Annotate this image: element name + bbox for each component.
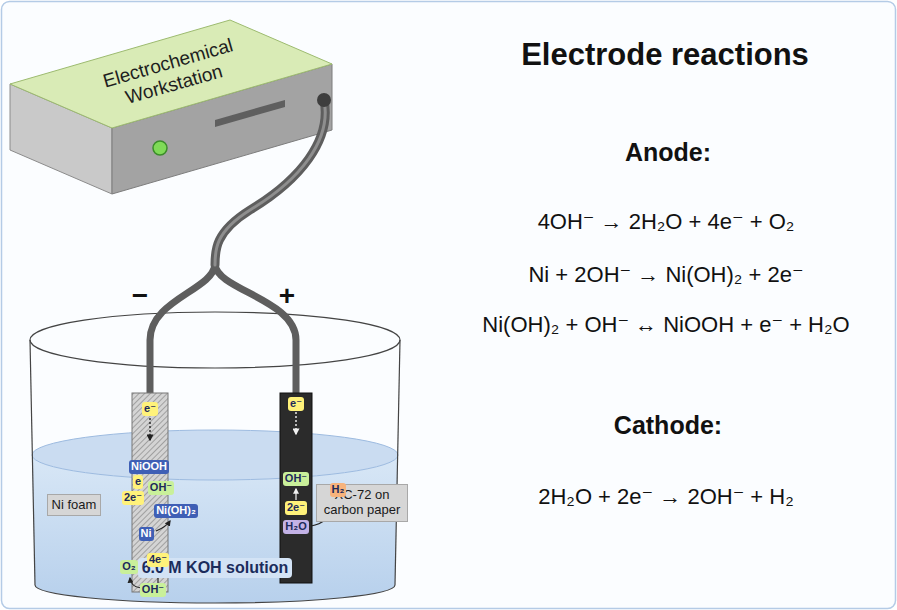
species-label: e — [133, 475, 143, 488]
reaction-equation: 2H₂O + 2e⁻ → 2OH⁻ + H₂ — [538, 484, 794, 510]
species-label: O₂ — [120, 560, 137, 573]
display-slot — [215, 100, 285, 127]
species-label: Ni — [139, 527, 154, 540]
cable-main — [215, 100, 325, 265]
species-label: e⁻ — [288, 397, 304, 410]
polarity-sign: − — [132, 279, 148, 313]
liquid-surface — [32, 430, 398, 480]
section-heading: Cathode: — [614, 410, 722, 440]
polarity-sign: + — [279, 279, 295, 313]
lead-wire — [215, 265, 296, 393]
cable — [150, 100, 325, 393]
instrument-top — [10, 20, 332, 128]
beaker-wall — [30, 340, 35, 585]
species-label: 2e⁻ — [122, 491, 144, 504]
indicator-light — [153, 141, 167, 155]
carbon-paper-electrode — [280, 393, 312, 583]
beaker-bottom — [35, 585, 395, 603]
lead-wire — [150, 265, 215, 393]
species-label: e⁻ — [142, 402, 158, 415]
species-label: 2e⁻ — [285, 501, 307, 514]
reaction-arrow — [156, 521, 170, 531]
species-label: NiOOH — [129, 460, 169, 473]
beaker-wall — [395, 340, 400, 585]
species-label: OH⁻ — [140, 583, 166, 596]
species-label: OH⁻ — [148, 481, 174, 494]
beaker-rim — [30, 312, 400, 368]
electron-flow-arrow — [295, 412, 296, 434]
section-heading: Anode: — [625, 137, 711, 167]
electrode-tag: Ni foam — [47, 494, 102, 517]
species-label: Ni(OH)₂ — [154, 504, 198, 517]
reaction-equation: 4OH⁻ → 2H₂O + 4e⁻ + O₂ — [538, 209, 795, 235]
cable-plug — [317, 93, 331, 107]
node-text: Ni foam — [52, 498, 97, 513]
reaction-arrow — [295, 489, 296, 500]
cable-highlight — [215, 100, 325, 265]
species-label: H₂ — [330, 483, 347, 496]
species-label: H₂O — [283, 520, 308, 533]
diagram-title: Electrode reactions — [521, 37, 809, 73]
species-label: OH⁻ — [283, 472, 309, 485]
reaction-equation: Ni + 2OH⁻ → Ni(OH)₂ + 2e⁻ — [528, 262, 803, 288]
reaction-equation: Ni(OH)₂ + OH⁻ ↔ NiOOH + e⁻ + H₂O — [482, 312, 849, 338]
electron-flow-arrow — [149, 418, 150, 440]
species-label: 4e⁻ — [147, 553, 169, 566]
